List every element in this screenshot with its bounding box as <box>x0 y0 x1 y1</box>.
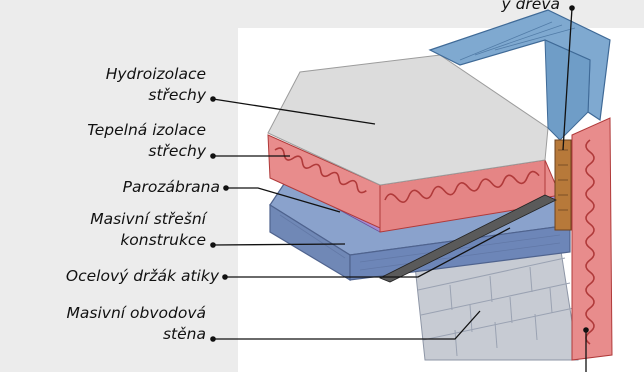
dot-insulation <box>210 153 216 159</box>
label-line: Hydroizolace <box>106 64 206 85</box>
label-line: Ocelový držák atiky <box>66 266 219 287</box>
label-line: Tepelná izolace <box>87 120 206 141</box>
label-roof-waterproofing: Hydroizolace střechy <box>106 64 206 106</box>
label-roof-insulation: Tepelná izolace střechy <box>87 120 206 162</box>
wooden-post <box>555 140 571 230</box>
label-vapor-barrier: Parozábrana <box>123 177 220 198</box>
label-top-partial-text: y dřeva <box>501 0 560 13</box>
dot-roof-structure <box>210 242 216 248</box>
label-parapet-bracket: Ocelový držák atiky <box>66 266 219 287</box>
label-line: stěna <box>67 324 206 345</box>
label-top-partial: y dřeva <box>420 0 560 15</box>
dot-top-wood <box>569 5 575 11</box>
label-line: Parozábrana <box>123 177 220 198</box>
label-line: Masivní střešní <box>90 209 206 230</box>
label-line: střechy <box>87 141 206 162</box>
label-line: střechy <box>106 85 206 106</box>
dot-bracket <box>222 274 228 280</box>
dot-outer-wall <box>210 336 216 342</box>
label-line: konstrukce <box>90 230 206 251</box>
label-outer-wall: Masivní obvodová stěna <box>67 303 206 345</box>
dot-vapor-barrier <box>223 185 229 191</box>
label-roof-structure: Masivní střešní konstrukce <box>90 209 206 251</box>
dot-wall-insulation <box>583 327 589 333</box>
wall-insulation <box>572 118 612 360</box>
label-line: Masivní obvodová <box>67 303 206 324</box>
dot-waterproofing <box>210 96 216 102</box>
